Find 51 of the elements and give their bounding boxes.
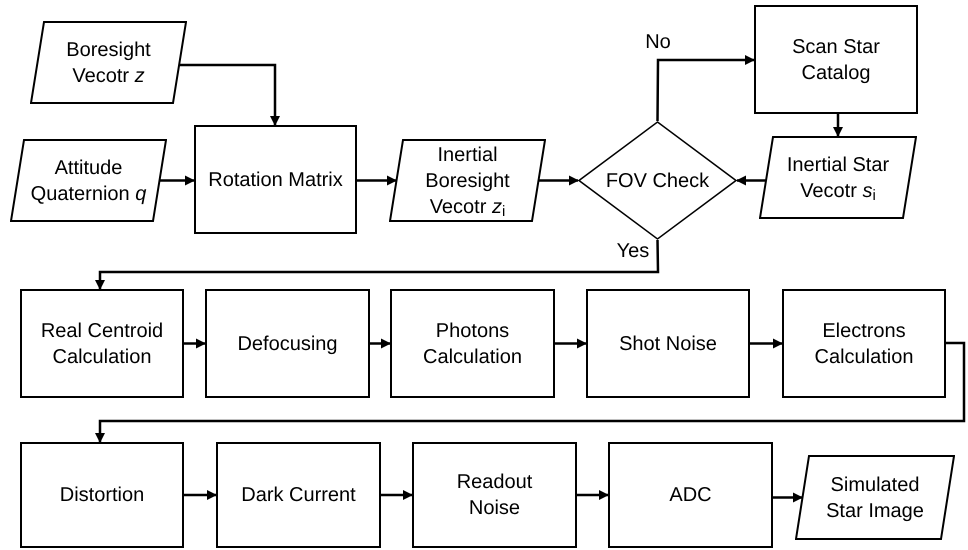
process-box [782,289,946,398]
data-parallelogram [389,139,546,222]
arrow [357,176,397,186]
node-label: Attitude Quaternion q [30,156,148,206]
data-parallelogram [10,139,167,222]
node-label: Electrons Calculation [814,318,914,370]
arrow [184,338,206,348]
node-label: FOV Check [606,168,710,194]
process-box [390,289,555,398]
arrow [656,55,755,122]
node-label: Rotation Matrix [208,168,343,192]
data-parallelogram [795,455,955,540]
arrow [539,176,579,186]
process-box [586,289,750,398]
node-label: Simulated Star Image [825,472,925,524]
node-label: Readout Noise [456,470,534,521]
node-label: Inertial Boresight Vecotr z$_{i}$ [424,142,511,220]
node-label: Shot Noise [619,332,717,356]
process-box [412,442,577,548]
arrow [773,492,803,502]
process-box [20,442,184,548]
node-label: Dark Current [241,483,356,508]
arrow [555,338,587,348]
decision-diamond [578,121,737,240]
arrow [833,114,843,137]
process-box [194,125,357,234]
node-label: ADC [669,483,712,508]
node-label: Boresight Vecotr z [65,38,152,88]
node-label: Defocusing [237,332,338,356]
arrow [95,342,966,443]
data-parallelogram [30,21,187,104]
arrow [370,338,391,348]
arrow [160,176,195,186]
arrow [750,338,783,348]
node-label: Real Centroid Calculation [40,318,164,370]
node-label: Inertial Star Vecotr s$_{i}$ [786,152,890,204]
process-box [216,442,381,548]
arrow [95,240,660,290]
process-box [608,442,773,548]
process-box [754,5,918,114]
arrow [736,176,766,186]
data-parallelogram [759,136,917,219]
node-label: Scan Star Catalog [791,34,881,86]
node-label: Distortion [60,483,144,508]
arrow [577,490,609,500]
node-label: Photons Calculation [422,318,523,370]
arrow [184,490,217,500]
process-box [20,289,184,398]
arrow [381,490,413,500]
arrow [180,64,280,126]
process-box [205,289,370,398]
